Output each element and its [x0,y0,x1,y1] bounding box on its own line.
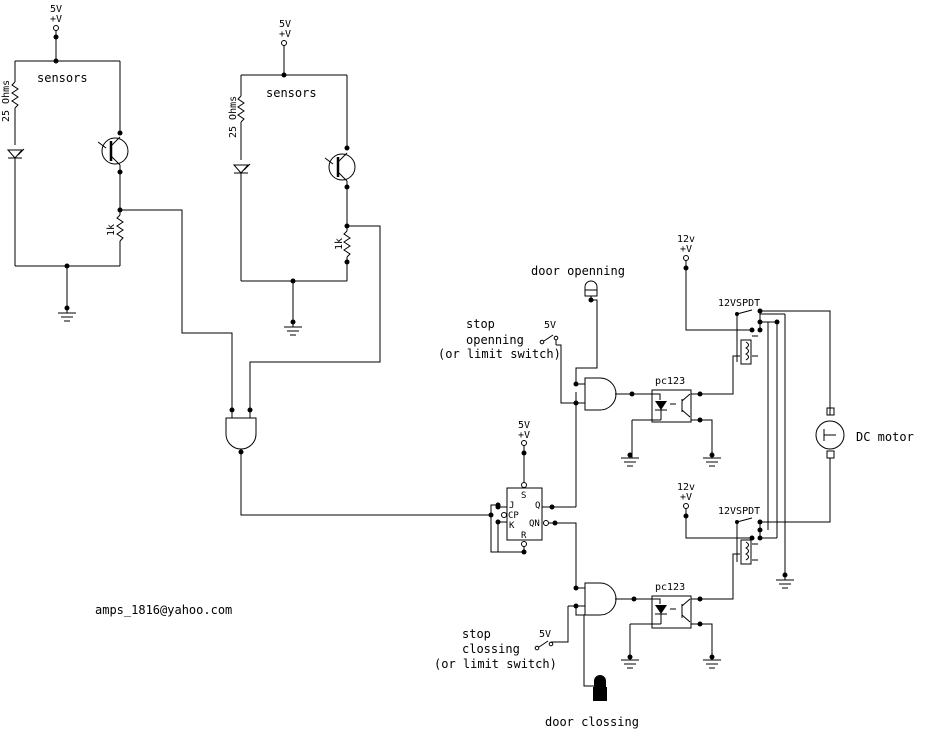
resistor-1k-label: 1k [106,224,117,236]
stop-closing-label-2: clossing [462,642,520,656]
phototransistor-icon [101,137,129,165]
supply-label-5v: 5V [279,19,291,30]
relay-lower: 12v +V 12VSPDT [677,313,831,589]
switch-supply-label: 5V [539,629,551,640]
relay-label: 12VSPDT [718,506,760,517]
resistor-25-label: 25 Ohms [1,80,12,122]
supply-label-12v: 12v [677,234,695,245]
stop-opening-switch [539,339,545,345]
relay-label: 12VSPDT [718,298,760,309]
led-icon [232,164,250,174]
sensor-block-1: 5V +V sensors 25 Ohms 1k [1,4,129,322]
stop-closing-label-3: (or limit switch) [434,657,557,671]
supply-label-plus-v: +V [680,244,692,255]
resistor-25-ohm [237,95,245,123]
optocoupler-lower: pc123 [621,553,740,669]
phototransistor-icon [328,153,356,181]
supply-label-5v: 5V [518,420,530,431]
ff-pin-r: R [521,531,527,541]
motor-icon [815,420,845,450]
ff-pin-s: S [521,491,526,501]
supply-label-12v: 12v [677,482,695,493]
and-gate-opening: door openning stop openning (or limit sw… [438,264,635,411]
sensors-label: sensors [266,86,317,100]
resistor-1k-label: 1k [334,238,345,250]
stop-opening-label-2: openning [466,333,524,347]
author-email: amps_1816@yahoo.com [95,603,232,617]
ff-pin-qn: QN [529,519,540,529]
ff-pin-cp: CP [508,511,519,521]
optocoupler-label: pc123 [655,582,685,593]
resistor-25-ohm [11,81,19,109]
supply-terminal [53,25,59,31]
resistor-1k [343,230,351,258]
sensors-label: sensors [37,71,88,85]
and-gate-closing: stop clossing (or limit switch) 5V door … [434,582,639,729]
and-gate-sensors [225,407,491,516]
door-closing-label: door clossing [545,715,639,729]
ff-pin-q: Q [535,501,540,511]
ff-pin-k: K [509,521,515,531]
optocoupler-upper: pc123 [621,355,740,467]
supply-terminal [281,40,287,46]
supply-label-plus-v: +V [279,29,291,40]
supply-label-5v: 5V [50,4,62,15]
door-closing-indicator [594,675,606,687]
supply-label-plus-v: +V [518,430,530,441]
stop-closing-label: stop [462,627,491,641]
switch-supply-label: 5V [544,320,556,331]
stop-opening-label-3: (or limit switch) [438,347,561,361]
stop-opening-label: stop [466,317,495,331]
ff-pin-j: J [509,501,514,511]
optocoupler-label: pc123 [655,376,685,387]
door-opening-indicator [584,280,598,297]
door-opening-label: door openning [531,264,625,278]
supply-label-plus-v: +V [680,492,692,503]
motor-label: DC motor [856,430,914,444]
supply-label-plus-v: +V [50,14,62,25]
dc-motor: DC motor [815,407,914,459]
stop-closing-switch [534,645,540,651]
resistor-25-label: 25 Ohms [228,96,239,138]
relay-upper: 12v +V 12VSPDT [677,234,831,415]
jk-flip-flop: 5V +V S J CP K R Q QN [488,420,577,588]
sensor-block-2: 5V +V sensors 25 Ohms 1k [228,19,356,336]
led-icon [6,149,24,159]
resistor-1k [116,214,124,242]
